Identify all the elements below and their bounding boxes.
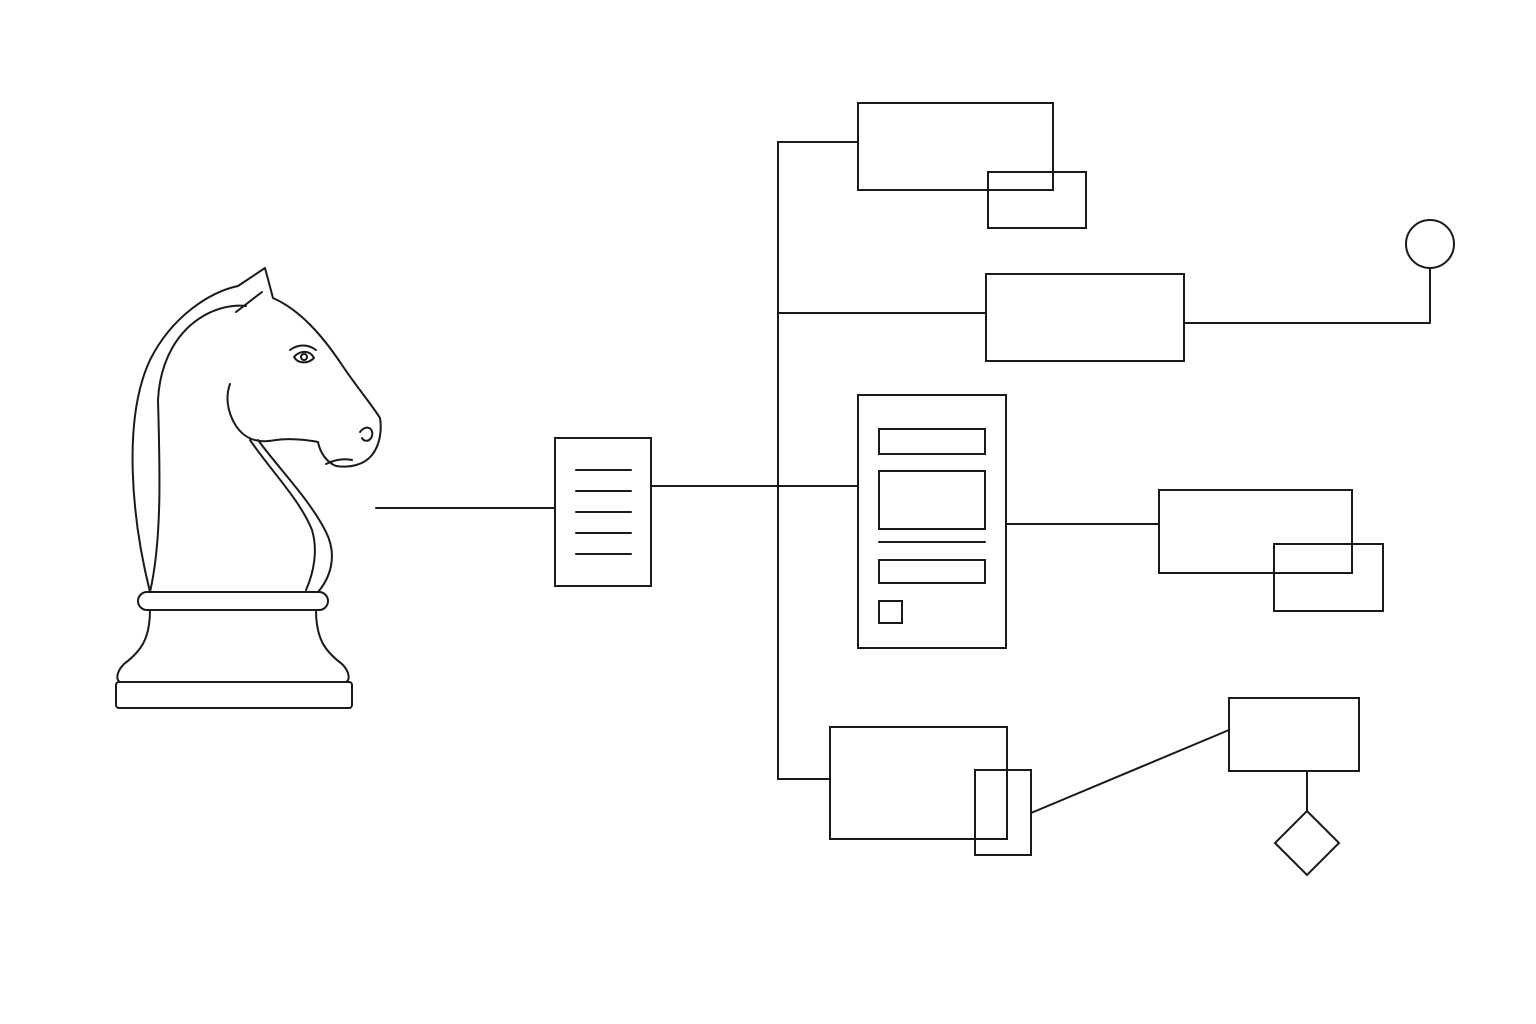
- box-bottom-right: [1228, 697, 1360, 772]
- form-panel-icon: [857, 394, 1007, 649]
- diamond-decision-icon: [1273, 809, 1341, 877]
- document-icon: [554, 437, 652, 587]
- box-right-mid: [1158, 489, 1384, 612]
- box-top: [857, 102, 1087, 229]
- connector-box-bottom-to-box-right: [1030, 729, 1230, 814]
- connector-to-circle: [1183, 267, 1431, 324]
- box-bottom: [829, 726, 1032, 856]
- circle-terminal-icon: [1405, 219, 1455, 269]
- chess-knight-icon: [115, 267, 382, 709]
- box-second: [985, 273, 1185, 362]
